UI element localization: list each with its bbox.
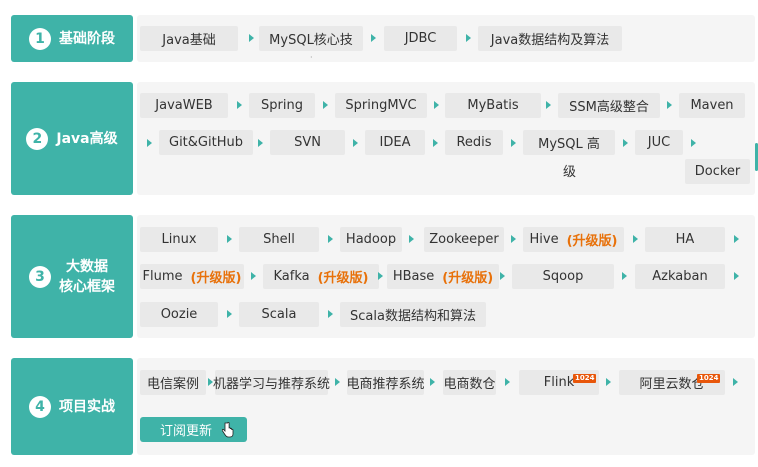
course-chip[interactable]: Spring: [249, 93, 315, 118]
arrow-right-icon: [511, 235, 516, 243]
stage-4-label: 4 项目实战: [11, 358, 133, 455]
stage-number: 3: [29, 265, 51, 288]
arrow-right-icon: [147, 139, 152, 147]
arrow-right-icon: [237, 101, 242, 109]
course-chip[interactable]: MySQL核心技: [259, 26, 363, 51]
upgrade-tag: (升级版): [566, 234, 618, 249]
course-chip[interactable]: IDEA: [365, 130, 425, 155]
arrow-right-icon: [335, 378, 340, 386]
arrow-right-icon: [251, 272, 256, 280]
course-chip[interactable]: Maven: [679, 93, 745, 118]
arrow-right-icon: [323, 101, 328, 109]
course-chip[interactable]: Shell: [239, 227, 319, 252]
course-chip[interactable]: Scala数据结构和算法: [340, 302, 486, 327]
course-chip[interactable]: Oozie: [140, 302, 218, 327]
arrow-right-icon: [353, 139, 358, 147]
upgrade-tag: (升级版): [190, 271, 242, 286]
course-chip[interactable]: Hadoop: [340, 227, 402, 252]
upgrade-tag: (升级版): [317, 271, 369, 286]
stage-2-label: 2 Java高级: [11, 82, 133, 195]
arrow-right-icon: [433, 139, 438, 147]
course-name: Flume: [142, 269, 183, 284]
dot-icon: ·: [310, 53, 313, 62]
arrow-right-icon: [623, 139, 628, 147]
arrow-right-icon: [667, 101, 672, 109]
scroll-edge-marker: [755, 143, 758, 171]
new-badge: 1024: [697, 374, 721, 383]
course-chip[interactable]: Git&GitHub: [159, 130, 253, 155]
arrow-right-icon: [434, 101, 439, 109]
course-chip[interactable]: Zookeeper: [424, 227, 504, 252]
course-chip[interactable]: Docker: [685, 159, 750, 184]
arrow-right-icon: [227, 235, 232, 243]
course-chip[interactable]: Linux: [140, 227, 218, 252]
course-chip[interactable]: Redis: [445, 130, 503, 155]
arrow-right-icon: [500, 272, 505, 280]
course-chip[interactable]: Scala: [239, 302, 319, 327]
course-chip[interactable]: HA: [645, 227, 725, 252]
arrow-right-icon: [734, 235, 739, 243]
course-name: Kafka: [273, 269, 310, 284]
course-chip-hbase[interactable]: HBase (升级版): [387, 264, 499, 289]
course-chip-flume[interactable]: Flume (升级版): [140, 264, 244, 289]
arrow-right-icon: [328, 235, 333, 243]
course-chip[interactable]: SVN: [270, 130, 345, 155]
stage-title: Java高级: [56, 130, 118, 147]
arrow-right-icon: [208, 378, 213, 386]
arrow-right-icon: [633, 235, 638, 243]
course-chip[interactable]: JavaWEB: [140, 93, 228, 118]
course-chip[interactable]: 电商数仓: [443, 370, 496, 395]
course-chip[interactable]: Java数据结构及算法: [478, 26, 622, 51]
course-chip[interactable]: JDBC: [384, 26, 457, 51]
arrow-right-icon: [734, 272, 739, 280]
stage-title: 大数据 核心框架: [59, 258, 115, 295]
arrow-right-icon: [606, 378, 611, 386]
arrow-right-icon: [546, 101, 551, 109]
stage-1-label: 1 基础阶段: [11, 15, 133, 62]
arrow-right-icon: [511, 139, 516, 147]
course-chip[interactable]: SpringMVC: [335, 93, 427, 118]
course-name: HBase: [392, 269, 435, 284]
stage-number: 4: [29, 395, 51, 418]
arrow-right-icon: [691, 139, 696, 147]
course-chip-hive[interactable]: Hive (升级版): [523, 227, 624, 252]
course-chip[interactable]: Azkaban: [635, 264, 725, 289]
course-chip[interactable]: MyBatis: [445, 93, 541, 118]
arrow-right-icon: [258, 139, 263, 147]
arrow-right-icon: [466, 34, 471, 42]
arrow-right-icon: [227, 310, 232, 318]
new-badge: 1024: [573, 374, 597, 383]
hand-cursor-icon: [222, 422, 234, 438]
course-chip[interactable]: SSM高级整合: [558, 93, 660, 118]
course-name: Hive: [529, 232, 559, 247]
arrow-right-icon: [249, 34, 254, 42]
arrow-right-icon: [378, 272, 383, 280]
course-chip-wrap: 级: [563, 165, 577, 180]
course-name: Flink: [543, 375, 575, 390]
stage-3-label: 3 大数据 核心框架: [11, 215, 133, 338]
stage-title: 基础阶段: [59, 30, 115, 47]
course-chip-kafka[interactable]: Kafka (升级版): [263, 264, 379, 289]
upgrade-tag: (升级版): [442, 271, 494, 286]
arrow-right-icon: [622, 272, 627, 280]
course-chip[interactable]: MySQL 高: [523, 130, 615, 155]
subscribe-label: 订阅更新: [160, 424, 213, 439]
arrow-right-icon: [733, 378, 738, 386]
course-chip[interactable]: Sqoop: [512, 264, 614, 289]
stage-number: 1: [29, 27, 51, 50]
course-chip[interactable]: Java基础: [140, 26, 238, 51]
arrow-right-icon: [409, 235, 414, 243]
arrow-right-icon: [430, 378, 435, 386]
stage-title: 项目实战: [59, 398, 115, 415]
course-name: 阿里云数仓: [639, 377, 705, 392]
arrow-right-icon: [505, 378, 510, 386]
course-chip[interactable]: 电信案例: [140, 370, 206, 395]
course-chip[interactable]: 电商推荐系统: [347, 370, 425, 395]
course-chip[interactable]: JUC: [635, 130, 683, 155]
arrow-right-icon: [371, 34, 376, 42]
stage-number: 2: [26, 127, 49, 150]
course-chip[interactable]: 机器学习与推荐系统: [213, 370, 330, 395]
arrow-right-icon: [328, 310, 333, 318]
